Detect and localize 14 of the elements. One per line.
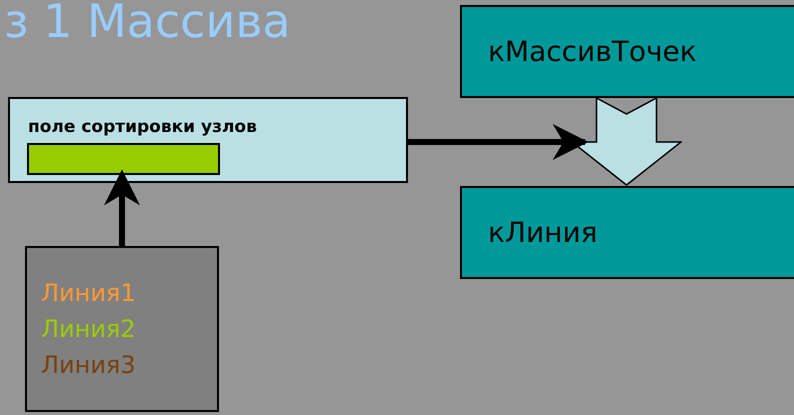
class-name: кЛиния: [488, 216, 598, 249]
sort-bar: [27, 143, 220, 175]
line-name: Линия3: [41, 350, 136, 381]
line-list-box: [25, 246, 219, 412]
field-label: поле сортировки узлов: [28, 117, 257, 137]
arrow: [408, 124, 589, 160]
class-box: [460, 186, 794, 279]
title: з 1 Массива: [4, 0, 291, 48]
field-box: [8, 97, 408, 183]
line-name: Линия1: [41, 278, 136, 309]
class-box: [460, 5, 794, 98]
class-name: кМассивТочек: [488, 35, 697, 68]
arrow: [104, 169, 140, 246]
line-name: Линия2: [41, 314, 136, 345]
